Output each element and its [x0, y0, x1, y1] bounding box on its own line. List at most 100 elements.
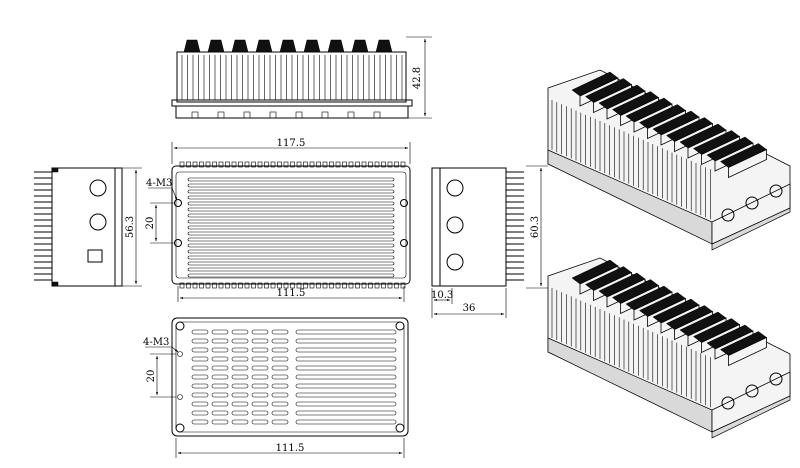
edge-bump [205, 282, 211, 289]
edge-bump [257, 161, 263, 168]
slot [231, 392, 249, 398]
base-notch [217, 111, 225, 119]
edge-bump [212, 282, 217, 289]
fin-cap [351, 39, 369, 53]
slot [251, 401, 269, 407]
edge-bump [192, 282, 198, 289]
slot [187, 213, 395, 218]
slot [231, 410, 249, 416]
slot [251, 329, 269, 335]
slot [187, 225, 395, 230]
isometric-view-top [547, 69, 791, 251]
top-view: 42.8 [171, 36, 432, 119]
edge-bump [368, 161, 373, 168]
edge-bump [374, 282, 380, 289]
slot [187, 189, 395, 194]
front-view-edge-bumps-top [179, 161, 406, 168]
slot [191, 329, 209, 335]
slot [271, 383, 289, 389]
edge-bump [244, 161, 250, 168]
edge-bump [251, 161, 256, 168]
slot [191, 347, 209, 353]
slot [187, 177, 395, 182]
mount-hole [174, 199, 182, 207]
slot [271, 401, 289, 407]
mount-hole [395, 423, 405, 433]
edge-bump [342, 161, 347, 168]
slot [271, 329, 289, 335]
slot [231, 383, 249, 389]
dim-length-inner-bottom: 111.5 [276, 443, 305, 454]
slot [295, 410, 397, 416]
slot [231, 356, 249, 362]
left-view: 56.3 [34, 167, 142, 287]
slot [251, 365, 269, 371]
right-view-fins [506, 171, 524, 281]
iso-port [745, 384, 759, 398]
slot [211, 329, 229, 335]
slot [211, 419, 229, 425]
slot [187, 231, 395, 236]
slot [187, 195, 395, 200]
slot [211, 401, 229, 407]
slot [191, 401, 209, 407]
dim-length-inner-front: 111.5 [277, 288, 306, 299]
slot [231, 329, 249, 335]
slot [191, 392, 209, 398]
slot [251, 356, 269, 362]
edge-bump [335, 282, 341, 289]
edge-bump [329, 282, 334, 289]
iso-base-lip [711, 207, 791, 251]
top-view-fins [181, 55, 403, 100]
slot [251, 419, 269, 425]
iso-port [721, 396, 735, 410]
edge-bump [348, 282, 354, 289]
edge-bump [199, 282, 204, 289]
slot [187, 219, 395, 224]
slot [271, 338, 289, 344]
connector-port [446, 179, 464, 197]
edge-bump [368, 282, 373, 289]
slot [295, 419, 397, 425]
iso-top-fin-face [728, 336, 767, 367]
slot [295, 356, 397, 362]
edge-bump [218, 282, 224, 289]
slot [187, 183, 395, 188]
edge-bump [283, 161, 289, 168]
mount-hole [400, 199, 408, 207]
fin-cap [207, 39, 225, 53]
slot [271, 374, 289, 380]
edge-bump [361, 161, 367, 168]
base-notch [243, 111, 251, 119]
iso-port [769, 372, 783, 386]
mount-hole [175, 423, 185, 433]
dim-width-right: 36 [463, 303, 476, 314]
slot [231, 419, 249, 425]
slot [187, 201, 395, 206]
slot [271, 419, 289, 425]
edge-bump [218, 161, 224, 168]
slot [251, 410, 269, 416]
slot [191, 356, 209, 362]
edge-bump [342, 282, 347, 289]
slot [271, 356, 289, 362]
slot [191, 383, 209, 389]
slot [271, 365, 289, 371]
mount-hole [174, 239, 182, 247]
slot [295, 329, 397, 335]
top-view-base-notches [191, 111, 381, 119]
edge-bump [400, 282, 406, 289]
fin-cap [231, 39, 249, 53]
slot [295, 347, 397, 353]
edge-bump [231, 282, 237, 289]
edge-bump [270, 161, 276, 168]
edge-bump [400, 161, 406, 168]
front-view: 117.5 111.5 4-M3 20 [145, 138, 411, 302]
base-notch [347, 111, 355, 119]
edge-bump [225, 282, 230, 289]
slot [191, 374, 209, 380]
edge-bump [322, 161, 328, 168]
dim-length-overall: 117.5 [277, 138, 306, 149]
callout-holes-bottom: 4-M3 [143, 337, 169, 348]
slot [211, 392, 229, 398]
